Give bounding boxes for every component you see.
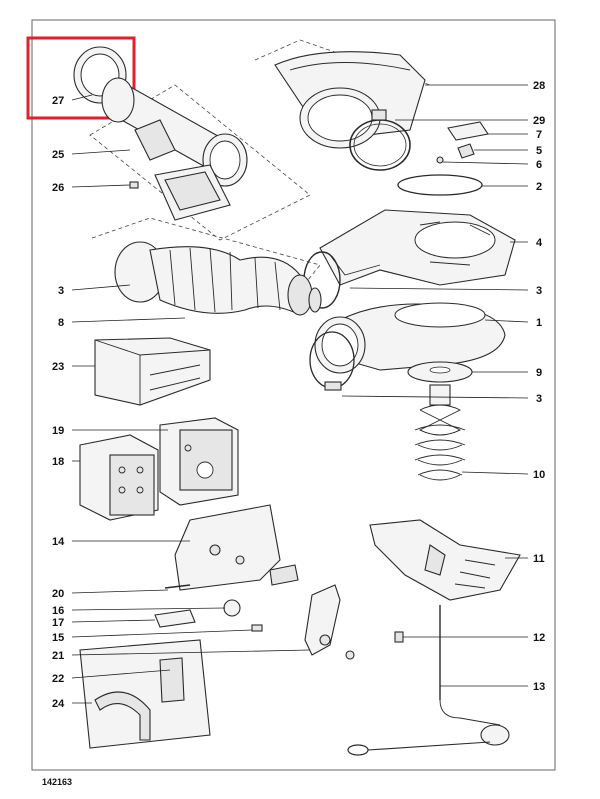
- part-21-lever[interactable]: [304, 584, 355, 660]
- part-15-screw[interactable]: [251, 624, 263, 632]
- part-12-screw[interactable]: [394, 631, 404, 643]
- part-18-block[interactable]: [79, 434, 159, 521]
- leader-lines: [71, 84, 529, 704]
- part-16-knob[interactable]: [223, 599, 241, 617]
- callout-8: 8: [58, 317, 64, 329]
- callout-22: 22: [52, 673, 64, 685]
- callout-23: 23: [52, 361, 64, 373]
- part-3-clamp-middle[interactable]: [308, 287, 322, 313]
- part-22-cover[interactable]: [79, 639, 211, 749]
- callout-10: 10: [533, 469, 545, 481]
- callout-16: 16: [52, 605, 64, 617]
- part-23-box-housing[interactable]: [94, 337, 211, 406]
- callout-15: 15: [52, 632, 64, 644]
- callout-3-right-lower: 3: [536, 393, 542, 405]
- part-13-float-rod[interactable]: [347, 605, 510, 756]
- callout-3-left: 3: [58, 285, 64, 297]
- callout-2: 2: [536, 181, 542, 193]
- part-3-clamp-lower[interactable]: [309, 331, 355, 391]
- highlight-box: [26, 36, 136, 120]
- callout-9: 9: [536, 367, 542, 379]
- part-5-clip[interactable]: [457, 143, 475, 159]
- callout-19: 19: [52, 425, 64, 437]
- callout-7: 7: [536, 129, 542, 141]
- diagram-frame: [31, 19, 556, 771]
- diagram-code: 142163: [42, 777, 72, 787]
- callout-25: 25: [52, 149, 64, 161]
- callout-3-right-upper: 3: [536, 285, 542, 297]
- callout-26: 26: [52, 182, 64, 194]
- part-6-screw[interactable]: [436, 156, 444, 164]
- callout-24: 24: [52, 698, 65, 710]
- callout-11: 11: [533, 553, 545, 565]
- callout-5: 5: [536, 145, 542, 157]
- part-14-bracket-plate[interactable]: [174, 504, 299, 591]
- part-10-spring[interactable]: [414, 384, 466, 481]
- callout-12: 12: [533, 632, 545, 644]
- part-7-connector[interactable]: [447, 121, 489, 141]
- callout-17: 17: [52, 617, 64, 629]
- part-9-cap[interactable]: [407, 361, 473, 383]
- callout-14: 14: [52, 536, 65, 548]
- callout-4: 4: [536, 237, 543, 249]
- part-2-seal[interactable]: [397, 174, 483, 196]
- callout-18: 18: [52, 456, 64, 468]
- callout-6: 6: [536, 159, 542, 171]
- callout-29: 29: [533, 115, 545, 127]
- callout-28: 28: [533, 80, 545, 92]
- callout-13: 13: [533, 681, 545, 693]
- part-19-motor[interactable]: [159, 417, 239, 506]
- part-28-large-hose[interactable]: [274, 51, 426, 149]
- part-24-curved-insert[interactable]: [94, 691, 151, 741]
- callout-27: 27: [52, 95, 64, 107]
- part-25-duct-tube[interactable]: [101, 77, 248, 187]
- part-1-lower-housing[interactable]: [314, 302, 506, 374]
- part-11-float-housing[interactable]: [369, 519, 521, 601]
- callout-20: 20: [52, 588, 64, 600]
- part-29-hose-clamp[interactable]: [349, 109, 411, 171]
- part-8-corrugated-hose[interactable]: [114, 241, 313, 316]
- part-17-pad[interactable]: [154, 609, 196, 628]
- part-20-pin[interactable]: [164, 584, 191, 589]
- part-4-upper-housing[interactable]: [319, 209, 516, 286]
- callout-21: 21: [52, 650, 64, 662]
- callout-1: 1: [536, 317, 542, 329]
- part-26-bracket[interactable]: [129, 164, 231, 221]
